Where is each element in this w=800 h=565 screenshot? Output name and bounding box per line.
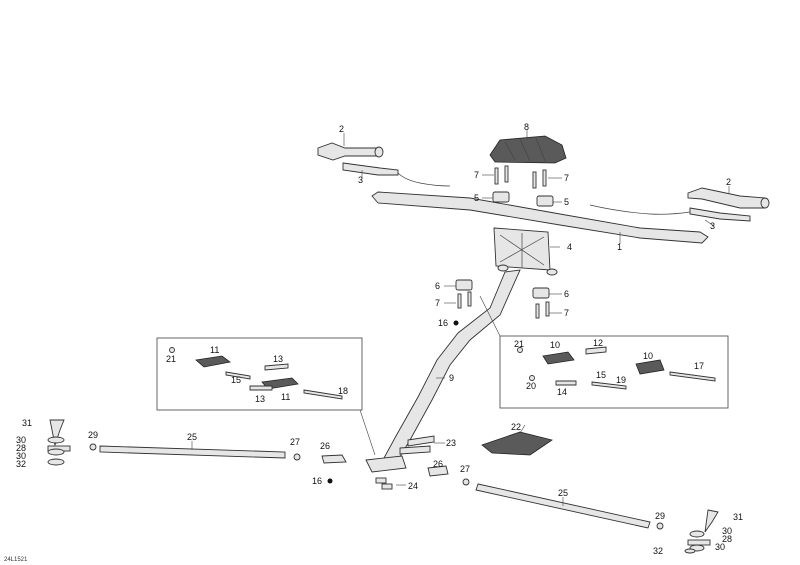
upper-clamps	[492, 191, 554, 207]
callout-21-left: 21	[166, 354, 176, 364]
callout-13-a: 13	[273, 354, 283, 364]
callout-22: 22	[511, 422, 521, 432]
callout-5-a: 5	[474, 193, 479, 203]
right-lever	[589, 204, 751, 222]
callout-26-right: 26	[433, 459, 443, 469]
callout-21-right: 21	[514, 339, 524, 349]
callout-27-right: 27	[460, 464, 470, 474]
lower-bolts	[457, 291, 550, 319]
callout-18: 18	[338, 386, 348, 396]
callout-28-left: 28	[16, 443, 26, 453]
callout-30-left-a: 30	[16, 435, 26, 445]
callout-3-left: 3	[358, 175, 363, 185]
cover-plate	[481, 431, 553, 456]
callout-15-right: 15	[596, 370, 606, 380]
left-lever	[342, 162, 451, 187]
callout-29-right: 29	[655, 511, 665, 521]
left-end-parts	[47, 419, 71, 466]
right-detail-box	[499, 335, 729, 409]
callout-30-left-b: 30	[16, 451, 26, 461]
right-tie-rod	[427, 465, 664, 530]
callout-15-left: 15	[231, 375, 241, 385]
callout-10-b: 10	[643, 351, 653, 361]
marker-16-lower	[327, 478, 333, 484]
callout-13-b: 13	[255, 394, 265, 404]
callout-8: 8	[524, 122, 529, 132]
right-end-parts	[684, 509, 719, 554]
callout-14: 14	[557, 387, 567, 397]
steering-arm	[399, 435, 435, 455]
callout-20: 20	[526, 381, 536, 391]
callout-3-right: 3	[710, 221, 715, 231]
callout-26-left: 26	[320, 441, 330, 451]
callout-27-left: 27	[290, 437, 300, 447]
callout-17: 17	[694, 361, 704, 371]
left-grip	[317, 142, 384, 161]
handlebar-pad	[489, 135, 567, 164]
marker-16-upper	[453, 320, 459, 326]
callout-12: 12	[593, 338, 603, 348]
callout-30-right-a: 30	[722, 526, 732, 536]
left-tie-rod	[89, 443, 347, 464]
callout-9: 9	[449, 373, 454, 383]
callout-24: 24	[408, 481, 418, 491]
callout-25-right: 25	[558, 488, 568, 498]
callout-31-right: 31	[733, 512, 743, 522]
column-base	[365, 455, 407, 490]
callout-11-b: 11	[281, 392, 290, 402]
handlebar	[371, 191, 709, 244]
callout-23: 23	[446, 438, 456, 448]
callout-5-b: 5	[564, 197, 569, 207]
callout-31-left: 31	[22, 418, 32, 428]
callout-28-right: 28	[722, 534, 732, 544]
callout-1: 1	[617, 242, 622, 252]
callout-7-c: 7	[435, 298, 440, 308]
riser-block	[493, 227, 558, 276]
right-grip	[687, 187, 770, 209]
callout-32-right: 32	[653, 546, 663, 556]
callout-16-upper: 16	[438, 318, 448, 328]
callout-19: 19	[616, 375, 626, 385]
callout-4: 4	[567, 242, 572, 252]
callout-11-a: 11	[210, 345, 219, 355]
callout-2-right: 2	[726, 177, 731, 187]
drawing-reference: 24L1521	[4, 557, 28, 563]
callout-16-lower: 16	[312, 476, 322, 486]
upper-bolts	[494, 165, 547, 189]
callout-6-a: 6	[435, 281, 440, 291]
callout-32-left: 32	[16, 459, 26, 469]
leader-lines	[191, 130, 730, 506]
lower-clamps	[455, 279, 550, 299]
callout-25-left: 25	[187, 432, 197, 442]
callout-7-b: 7	[564, 173, 569, 183]
callout-6-b: 6	[564, 289, 569, 299]
callout-7-a: 7	[474, 170, 479, 180]
callout-30-right-b: 30	[715, 542, 725, 552]
callout-29-left: 29	[88, 430, 98, 440]
callout-labels: 2 3 8 7 7 5 5 2 3 1 4 6 6 7 7 16 9 21 11…	[16, 122, 743, 556]
callout-7-d: 7	[564, 308, 569, 318]
callout-10-a: 10	[550, 340, 560, 350]
left-detail-box	[156, 337, 363, 411]
callout-2-left: 2	[339, 124, 344, 134]
